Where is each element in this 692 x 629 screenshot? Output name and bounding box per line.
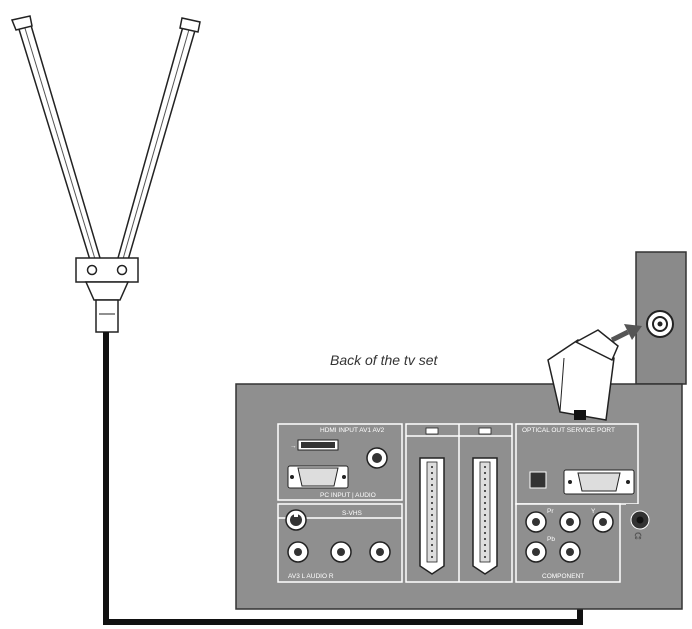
- av3-audio-l-jack: [330, 541, 352, 563]
- plug-direction-arrow: [610, 324, 642, 343]
- av3-audio-r-jack: [369, 541, 391, 563]
- svhs-av3-block: S-VHS AV3 L AUDIO R: [277, 503, 403, 583]
- component-pr-label: Pr: [547, 508, 554, 515]
- hdmi-section-label: HDMI INPUT AV1 AV2: [320, 427, 385, 434]
- tv-back-panel: HDMI INPUT AV1 AV2 → PC INPUT | AUDIO: [235, 383, 683, 610]
- av3-video-jack: [287, 541, 309, 563]
- component-y-label: Y: [591, 508, 596, 515]
- component-pb-label: Pb: [547, 536, 555, 543]
- optical-service-block: OPTICAL OUT SERVICE PORT: [515, 423, 639, 505]
- hdmi-port: →: [290, 439, 339, 451]
- component-jack-top-1: [525, 511, 547, 533]
- component-jack-top-2: [559, 511, 581, 533]
- component-jack-bottom-2: [559, 541, 581, 563]
- optical-service-label: OPTICAL OUT SERVICE PORT: [522, 427, 615, 434]
- tv-back-caption: Back of the tv set: [330, 352, 438, 368]
- headphone-icon: 🎧: [634, 532, 642, 540]
- svhs-port: [285, 509, 307, 531]
- component-jack-bottom-1: [525, 541, 547, 563]
- component-block: Pr Y Pb COMPONENT: [515, 503, 621, 583]
- hdmi-pc-audio-block: HDMI INPUT AV1 AV2 → PC INPUT | AUDIO: [277, 423, 403, 501]
- vga-port: [287, 465, 349, 489]
- pc-audio-jack: [366, 447, 388, 469]
- rabbit-ears-antenna: [10, 15, 201, 333]
- rf-plug: [547, 329, 619, 421]
- pc-audio-label: PC INPUT | AUDIO: [320, 492, 376, 499]
- wall-socket: [635, 251, 687, 385]
- scart-connector-1: [419, 427, 445, 575]
- component-jack-top-3: [592, 511, 614, 533]
- svg-text:→: →: [290, 443, 297, 450]
- scart-section: [405, 423, 513, 583]
- svhs-label: S-VHS: [342, 510, 363, 517]
- av3-audio-label: AV3 L AUDIO R: [288, 573, 334, 580]
- service-port: [563, 469, 635, 495]
- component-label: COMPONENT: [542, 573, 584, 580]
- headphone-jack: 🎧: [626, 504, 652, 540]
- scart-connector-2: [472, 427, 498, 575]
- optical-out-port: [529, 471, 547, 489]
